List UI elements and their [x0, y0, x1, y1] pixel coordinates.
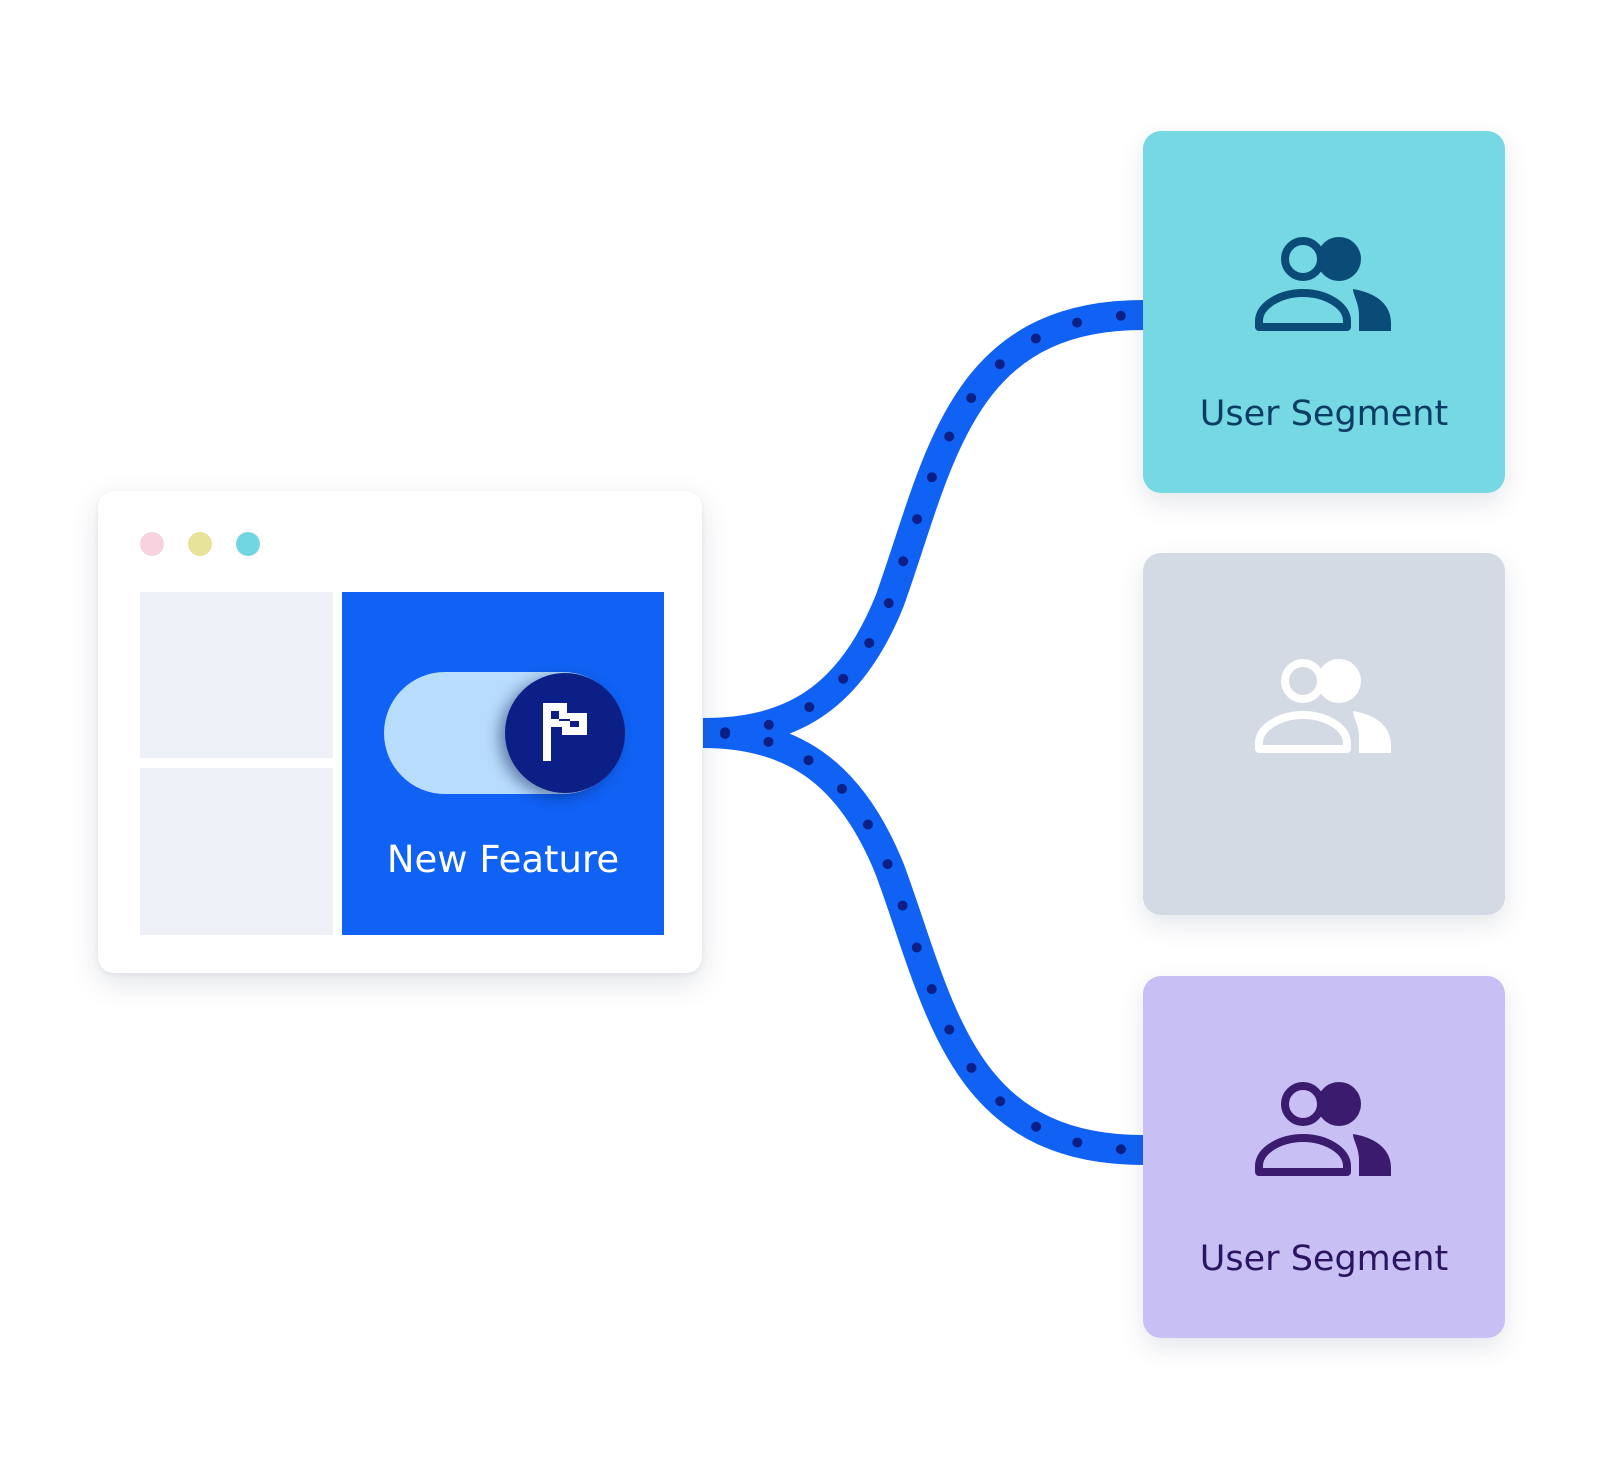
connector-branch-bottom: [702, 718, 1144, 1165]
front-person-head: [1281, 237, 1325, 281]
connector-dot: [944, 1024, 955, 1035]
connector-dot: [897, 900, 908, 911]
front-person-body: [1255, 711, 1351, 753]
users-icon: [1255, 1082, 1391, 1176]
connector-dot: [912, 514, 923, 525]
connector-dot: [1031, 1121, 1042, 1132]
back-person-body: [1353, 289, 1391, 331]
segment-label: User Segment: [1199, 394, 1449, 434]
connector-dot: [966, 1062, 977, 1073]
window-dot-yellow: [188, 532, 212, 556]
connector-dot: [763, 719, 774, 730]
connector-dot: [1115, 310, 1126, 321]
connector-dot: [864, 637, 875, 648]
toggle-knob[interactable]: [505, 673, 625, 793]
connector-dot: [804, 702, 815, 713]
content-placeholder-top: [140, 592, 333, 758]
window-dot-red: [140, 532, 164, 556]
connector-dot: [911, 942, 922, 953]
connector-dot: [994, 359, 1005, 370]
connector-dot: [882, 859, 893, 870]
front-person-body: [1255, 289, 1351, 331]
user-segment-card-bottom[interactable]: User Segment: [1143, 976, 1505, 1338]
connector-dot: [836, 783, 847, 794]
back-person-body: [1353, 1134, 1391, 1176]
back-person-head: [1317, 1082, 1361, 1126]
connector-dot: [838, 673, 849, 684]
connector-dot: [898, 556, 909, 567]
flag-icon: [543, 703, 587, 761]
feature-label: New Feature: [386, 838, 620, 881]
segment-label: User Segment: [1199, 1239, 1449, 1279]
connector-dot: [926, 472, 937, 483]
connector-dot: [944, 431, 955, 442]
connector-dot: [966, 393, 977, 404]
window-dot-teal: [236, 532, 260, 556]
front-person-body: [1255, 1134, 1351, 1176]
connector-dot: [763, 736, 774, 747]
back-person-head: [1317, 237, 1361, 281]
connector-dot: [1115, 1144, 1126, 1155]
front-person-head: [1281, 659, 1325, 703]
front-person-head: [1281, 1082, 1325, 1126]
connector-dot: [926, 984, 937, 995]
connector-dot: [720, 728, 731, 739]
connector-dot: [883, 598, 894, 609]
connector-dots-bottom: [720, 728, 1126, 1155]
connector-dot: [995, 1096, 1006, 1107]
user-segment-card-inactive[interactable]: [1143, 553, 1505, 915]
connector-branch-top: [702, 300, 1144, 748]
connector-dot: [1072, 1137, 1083, 1148]
back-person-body: [1353, 711, 1391, 753]
users-icon: [1255, 237, 1391, 331]
connector-dot: [862, 819, 873, 830]
user-segment-card-top[interactable]: User Segment: [1143, 131, 1505, 493]
connector-dot: [803, 755, 814, 766]
connector-dot: [1030, 333, 1041, 344]
connector-dots-top: [720, 310, 1126, 738]
content-placeholder-bottom: [140, 768, 333, 935]
users-icon: [1255, 659, 1391, 753]
back-person-head: [1317, 659, 1361, 703]
connector-dot: [1072, 317, 1083, 328]
